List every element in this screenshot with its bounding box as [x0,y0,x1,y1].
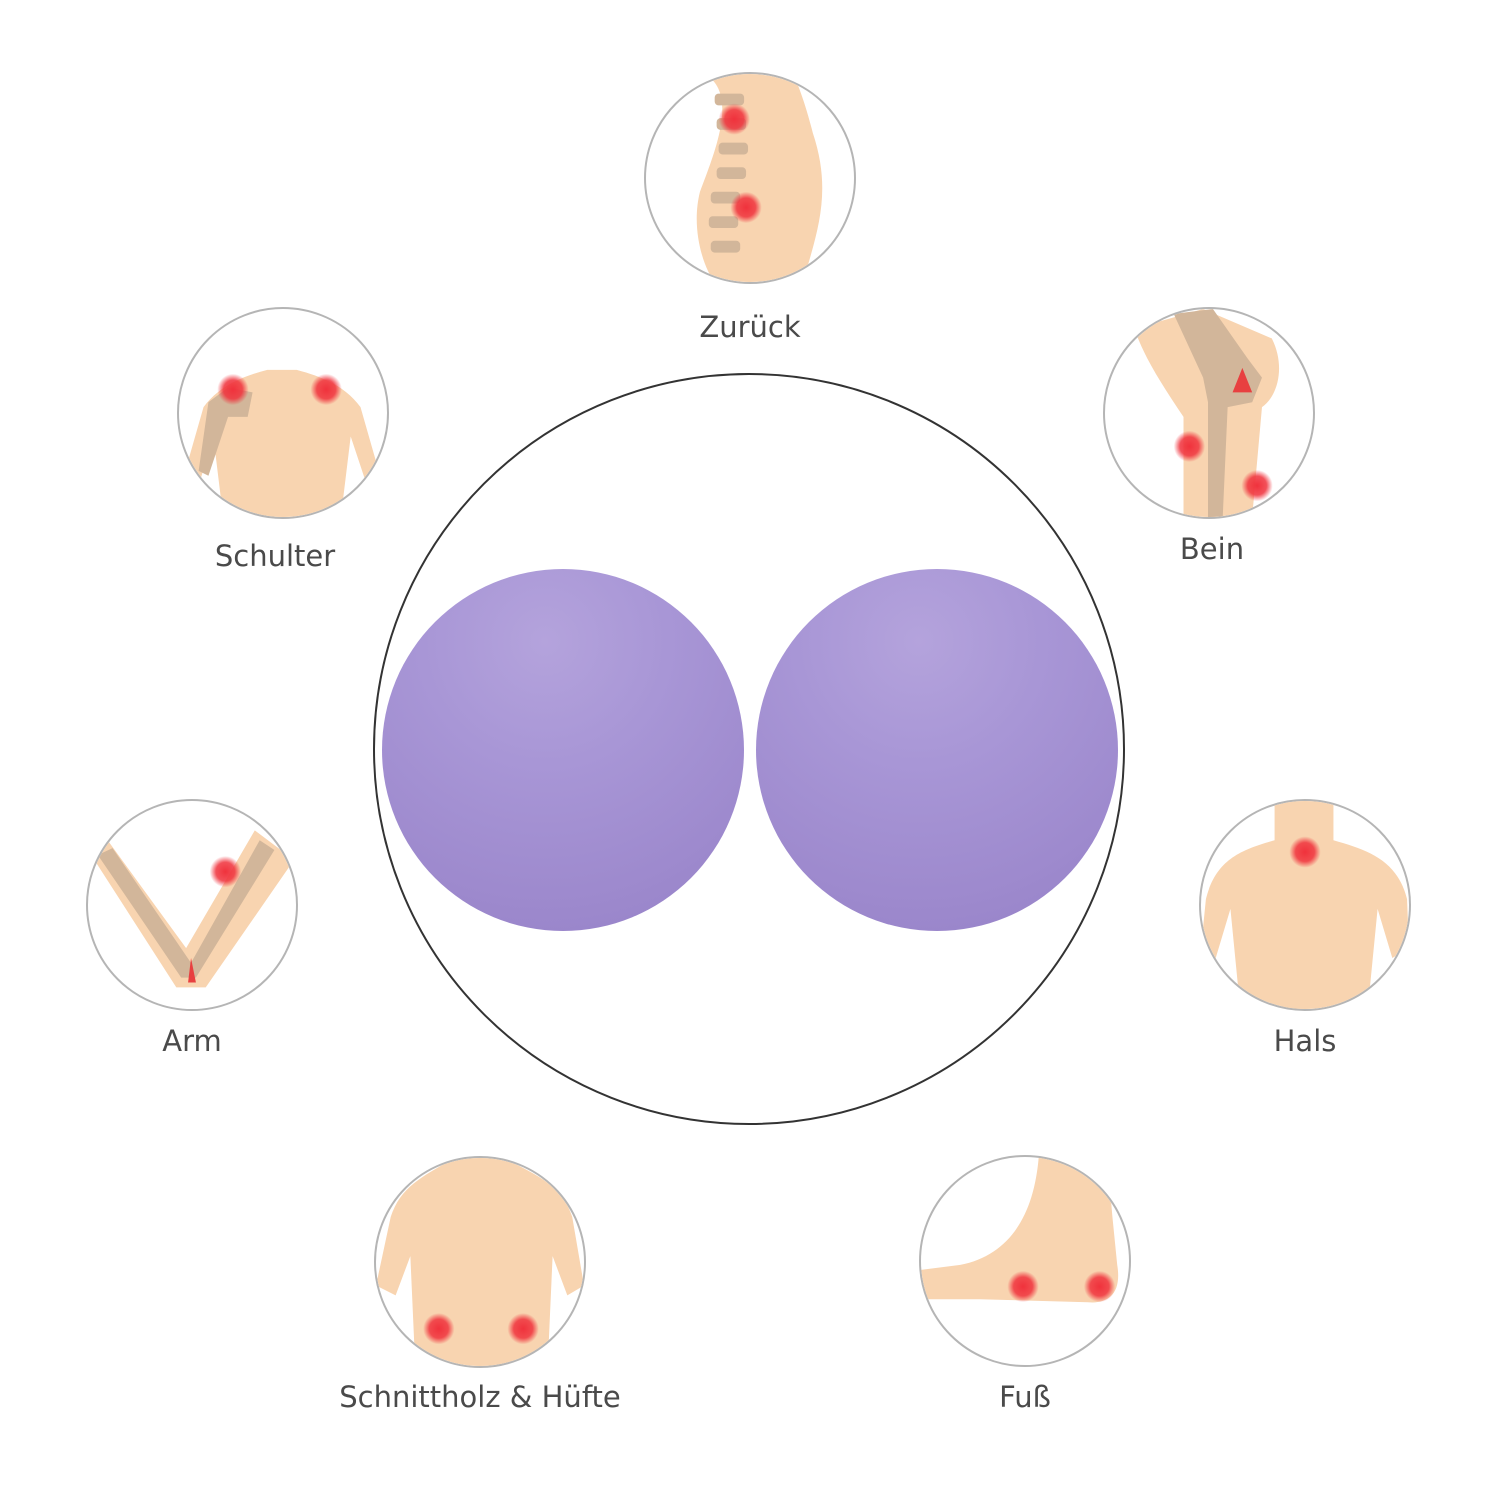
area-label-leg: Bein [1179,532,1245,566]
spine-icon [644,72,856,284]
area-label-back: Zurück [699,310,801,344]
area-label-shoulder: Schulter [214,539,336,573]
product-frame-ring [373,373,1125,1125]
massage-ball-right [756,569,1118,931]
elbow-icon [86,799,298,1011]
shoulder-icon [177,307,389,519]
foot-icon [919,1155,1131,1367]
massage-ball-left [382,569,744,931]
lower-back-icon [374,1156,586,1368]
area-label-lower-back-hip: Schnittholz & Hüfte [339,1380,621,1414]
area-label-foot: Fuß [999,1380,1051,1414]
knee-icon [1103,307,1315,519]
area-label-neck: Hals [1273,1024,1337,1058]
area-label-arm: Arm [162,1024,222,1058]
neck-icon [1199,799,1411,1011]
